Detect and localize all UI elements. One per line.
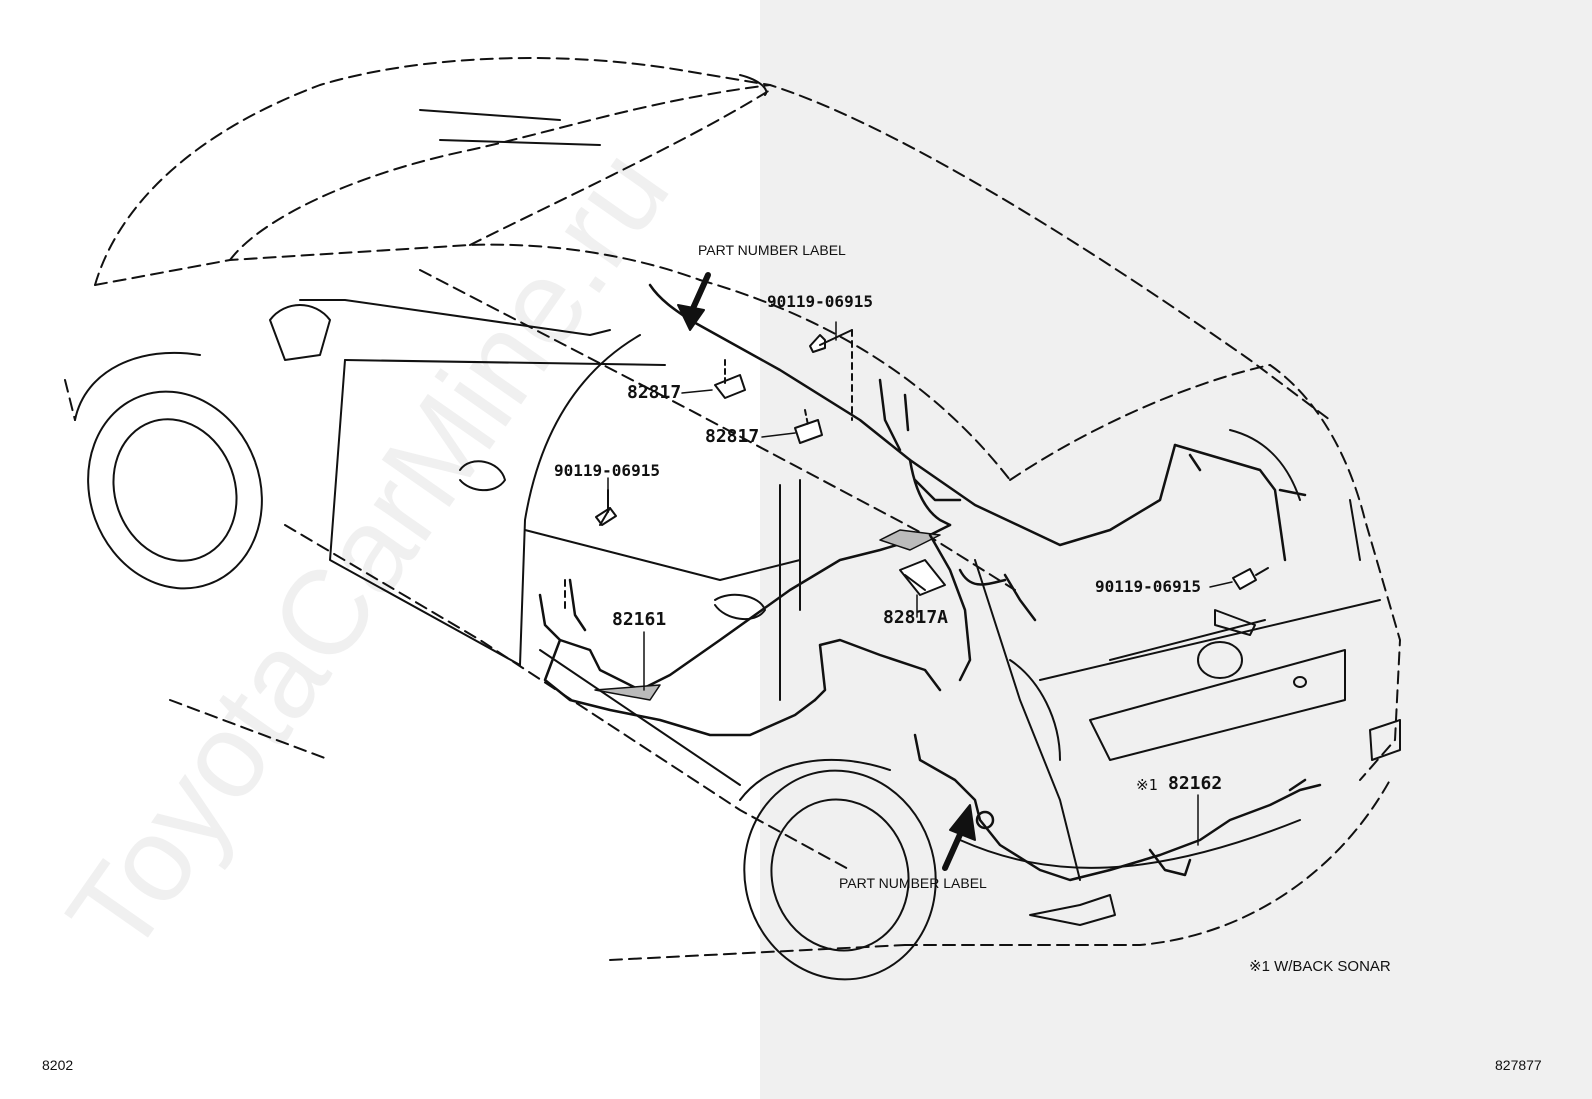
clamp-label-lower: 82817 <box>705 426 760 447</box>
harness-label-back-door: 82162 <box>1168 773 1223 794</box>
bolt-label-top: 90119-06915 <box>767 292 873 311</box>
protector-82817A <box>899 559 946 596</box>
clamp-label-upper: 82817 <box>627 382 682 403</box>
part-number-label-bottom: PART NUMBER LABEL <box>839 875 987 891</box>
leader-lines <box>607 321 1233 846</box>
wire-harness-back-door <box>913 733 1322 882</box>
arrow-part-number-label-bottom <box>942 804 976 871</box>
bolt-90119-06915-left <box>564 489 617 611</box>
bolt-90119-06915-top <box>809 329 853 421</box>
bolt-label-left: 90119-06915 <box>554 461 660 480</box>
wire-harness-roof <box>648 283 1307 562</box>
part-number-label-top: PART NUMBER LABEL <box>698 242 846 258</box>
bolt-90119-06915-right <box>1232 567 1269 590</box>
arrow-part-number-label-top <box>677 272 711 331</box>
corner-code-left: 8202 <box>42 1057 74 1073</box>
protector-label: 82817A <box>883 607 949 628</box>
bolt-label-right: 90119-06915 <box>1095 577 1201 596</box>
wire-harness-floor <box>538 523 1037 737</box>
car-body-details <box>74 74 1401 981</box>
harness-back-door-mark: ※1 <box>1136 776 1158 794</box>
harness-label-floor: 82161 <box>612 609 667 630</box>
clamp-82817-upper <box>714 359 746 399</box>
clamp-82817-lower <box>794 409 823 444</box>
footnote-back-sonar: ※1 W/BACK SONAR <box>1249 958 1391 975</box>
car-body-outline <box>64 57 1401 961</box>
corner-code-right: 827877 <box>1495 1057 1542 1073</box>
